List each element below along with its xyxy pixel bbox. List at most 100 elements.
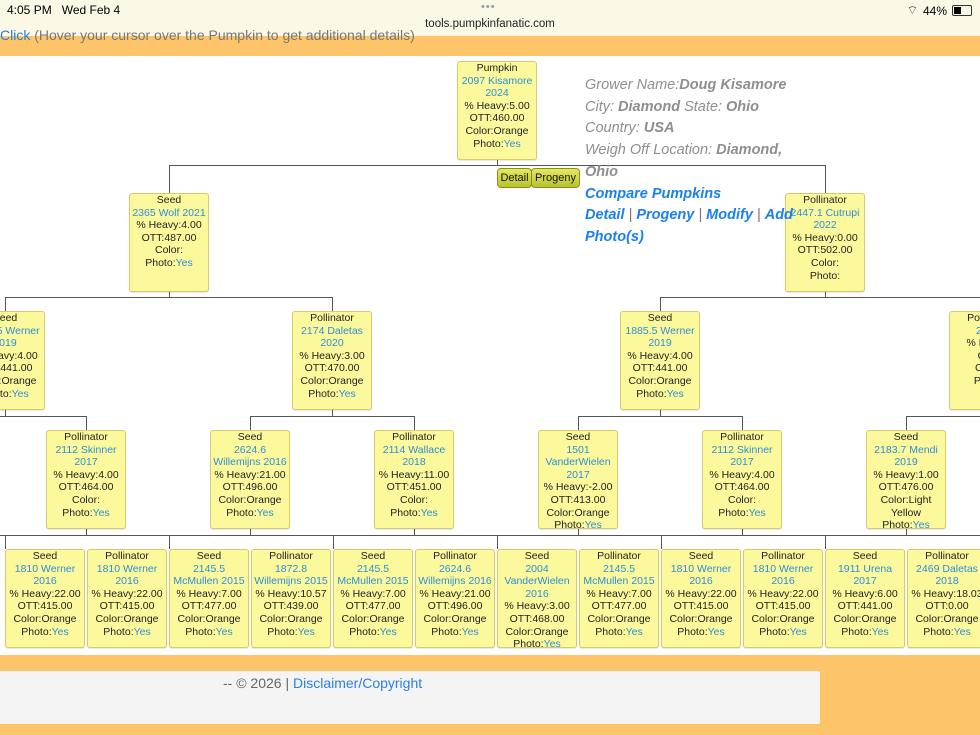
photo-link[interactable]: Yes <box>215 625 233 638</box>
pumpkin-node-pollinator[interactable]: Pollinator2096.% Heavy:OTT:Color:Photo: <box>949 311 980 410</box>
node-name-link[interactable]: 2469 Daletas 2018 <box>916 562 978 588</box>
photo-link[interactable]: Yes <box>871 625 889 638</box>
node-name-link[interactable]: 1501 VanderWielen 2017 <box>545 443 611 481</box>
more-icon[interactable]: ••• <box>481 1 496 13</box>
photo-link[interactable]: Yes <box>748 506 766 519</box>
node-name-link[interactable]: 1885.5 Werner 2019 <box>625 324 695 350</box>
node-ott: OTT:441.00 <box>632 362 688 375</box>
photo-link[interactable]: Yes <box>133 625 151 638</box>
compare-pumpkins-link[interactable]: Compare Pumpkins <box>585 185 722 202</box>
node-name-link[interactable]: 2624.6 Willemijns 2016 <box>213 443 287 469</box>
hint-link[interactable]: Click <box>0 27 31 43</box>
node-name-link[interactable]: 2096. <box>950 325 980 338</box>
node-name-link[interactable]: 1810 Werner 2016 <box>14 562 76 588</box>
photo-link[interactable]: Yes <box>543 638 561 648</box>
node-name-link[interactable]: 2447.1 Cutrupi 2022 <box>790 206 860 232</box>
photo-link[interactable]: Yes <box>789 625 807 638</box>
tree-connector <box>661 535 662 549</box>
node-name-link[interactable]: 1872.8 Willemijns 2015 <box>254 562 328 588</box>
node-heavy: % Heavy:-2.00 <box>543 481 613 494</box>
photo-link[interactable]: Yes <box>707 625 725 638</box>
modify-link[interactable]: Modify <box>706 207 753 224</box>
node-name-link[interactable]: 1810 Werner 2016 <box>752 562 814 588</box>
node-color: Color:Orange <box>13 612 77 625</box>
node-name-link[interactable]: 2114 Wallace 2018 <box>382 443 446 469</box>
detail-link[interactable]: Detail <box>585 207 625 224</box>
node-name-link[interactable]: 2145.5 McMullen 2015 <box>583 562 655 588</box>
photo-link[interactable]: Yes <box>51 625 69 638</box>
photo-link[interactable]: Yes <box>420 506 438 519</box>
photo-link[interactable]: Yes <box>175 256 193 269</box>
node-name-link[interactable]: 1885.5 Werner 2019 <box>0 324 40 350</box>
photo-link[interactable]: Yes <box>503 137 521 150</box>
disclaimer-link[interactable]: Disclaimer/Copyright <box>292 675 423 691</box>
photo-link[interactable]: Yes <box>953 625 971 638</box>
node-name-link[interactable]: 2624.6 Willemijns 2016 <box>418 562 492 588</box>
node-name-link[interactable]: 2174 Daletas 2020 <box>301 324 363 350</box>
address-bar[interactable]: tools.pumpkinfanatic.com <box>425 18 555 30</box>
photo-link[interactable]: Yes <box>625 625 643 638</box>
photo-link[interactable]: Yes <box>338 387 356 400</box>
status-right: ⌔ 44% <box>907 3 972 18</box>
node-name-link[interactable]: 2112 Skinner 2017 <box>55 443 117 469</box>
photo-link[interactable]: Yes <box>256 506 274 519</box>
node-name-link[interactable]: 2145.5 McMullen 2015 <box>337 562 409 588</box>
node-photo: Photo:Yes <box>636 387 684 400</box>
node-role: Seed <box>524 550 550 562</box>
photo-link[interactable]: Yes <box>379 625 397 638</box>
photo-link[interactable]: Yes <box>297 625 315 638</box>
photo-link[interactable]: Yes <box>461 625 479 638</box>
node-name-link[interactable]: 2004 VanderWielen 2016 <box>504 562 570 600</box>
photo-link[interactable]: Yes <box>11 387 29 400</box>
node-name-link[interactable]: 2112 Skinner 2017 <box>711 443 773 469</box>
node-name-link[interactable]: 1810 Werner 2016 <box>670 562 732 588</box>
photo-link[interactable]: Yes <box>584 519 602 529</box>
add-photos-link[interactable]: Add Photo(s) <box>585 207 793 245</box>
node-photo: Photo:Yes <box>390 506 438 519</box>
photo-link[interactable]: Yes <box>92 506 110 519</box>
node-role: Pumpkin <box>476 62 518 74</box>
node-photo: Photo:Yes <box>103 625 151 638</box>
progeny-button[interactable]: Progeny <box>531 168 580 188</box>
node-photo: Photo:Yes <box>539 519 617 529</box>
node-name-link[interactable]: 1810 Werner 2016 <box>96 562 158 588</box>
node-photo: Photo:Yes <box>0 387 29 400</box>
detail-button[interactable]: Detail <box>497 168 532 188</box>
node-name-link[interactable]: 2097 Kisamore 2024 <box>461 74 533 100</box>
photo-link[interactable]: Yes <box>666 387 684 400</box>
photo-link[interactable]: Yes <box>912 519 930 529</box>
node-name-link[interactable]: 2145.5 McMullen 2015 <box>173 562 245 588</box>
node-role: Pollinator <box>925 550 969 562</box>
top-band: Click (Hover your cursor over the Pumpki… <box>0 27 980 56</box>
node-name-link[interactable]: 2365 Wolf 2021 <box>132 206 206 219</box>
node-photo: Photo:Yes <box>226 506 274 519</box>
node-name-link[interactable]: 1911 Urena 2017 <box>837 562 893 588</box>
progeny-link[interactable]: Progeny <box>636 207 695 224</box>
node-name-link[interactable]: 2183.7 Mendi 2019 <box>874 443 938 469</box>
node-role: Seed <box>565 431 591 443</box>
